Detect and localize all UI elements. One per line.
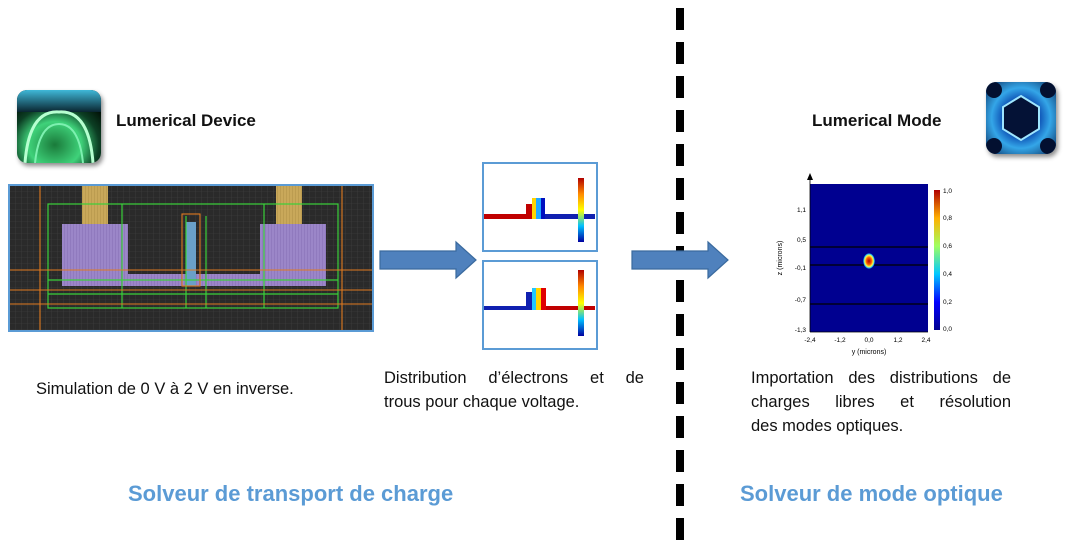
optical-mode-solver-label: Solveur de mode optique <box>740 481 1003 506</box>
flow-arrow-2 <box>630 240 730 280</box>
mode-description: Importation des distributions de charges… <box>751 366 1011 438</box>
colorbar-tick-5: 0,2 <box>943 299 952 306</box>
colorbar-tick-4: 0,4 <box>943 271 952 278</box>
y-tick-2: -1,2 <box>834 337 846 344</box>
colorbar-tick-1: 1,0 <box>943 188 952 195</box>
z-axis-label: z (microns) <box>777 241 784 276</box>
device-app-title: Lumerical Device <box>116 111 256 130</box>
lumerical-mode-icon <box>986 82 1056 154</box>
lumerical-device-icon <box>17 90 101 163</box>
charge-transport-solver-label: Solveur de transport de charge <box>128 481 454 506</box>
section-divider <box>676 8 684 542</box>
z-tick-1: 1,1 <box>797 207 806 214</box>
colorbar-tick-2: 0,8 <box>943 215 952 222</box>
device-simulation-view <box>8 184 374 332</box>
device-description: Simulation de 0 V à 2 V en inverse. <box>36 380 294 398</box>
z-tick-2: 0,5 <box>797 237 806 244</box>
optical-mode-plot: 1,1 0,5 -0,1 -0,7 -1,3 z (microns) -2,4 … <box>760 172 960 362</box>
y-tick-5: 2,4 <box>921 337 930 344</box>
mode-description-line3: des modes optiques. <box>751 417 904 435</box>
z-tick-4: -0,7 <box>795 297 807 304</box>
z-tick-5: -1,3 <box>795 327 807 334</box>
distribution-description: Distribution d’électrons et de trous pou… <box>384 366 644 414</box>
distribution-description-line1: Distribution d’électrons et de <box>384 369 644 387</box>
y-tick-4: 1,2 <box>893 337 902 344</box>
y-tick-1: -2,4 <box>804 337 816 344</box>
colorbar-tick-6: 0,0 <box>943 326 952 333</box>
mode-description-line2: de charges libres et résolution <box>751 369 1012 411</box>
mode-app-title: Lumerical Mode <box>812 111 942 130</box>
y-tick-3: 0,0 <box>864 337 873 344</box>
flow-arrow-1 <box>378 240 478 280</box>
mode-description-line1: Importation des distributions <box>751 369 978 387</box>
y-axis-label: y (microns) <box>852 349 887 356</box>
distribution-description-line2: trous pour chaque voltage. <box>384 393 580 411</box>
z-tick-3: -0,1 <box>795 265 807 272</box>
hole-distribution-plot <box>482 260 598 350</box>
electron-distribution-plot <box>482 162 598 252</box>
colorbar-tick-3: 0,6 <box>943 243 952 250</box>
